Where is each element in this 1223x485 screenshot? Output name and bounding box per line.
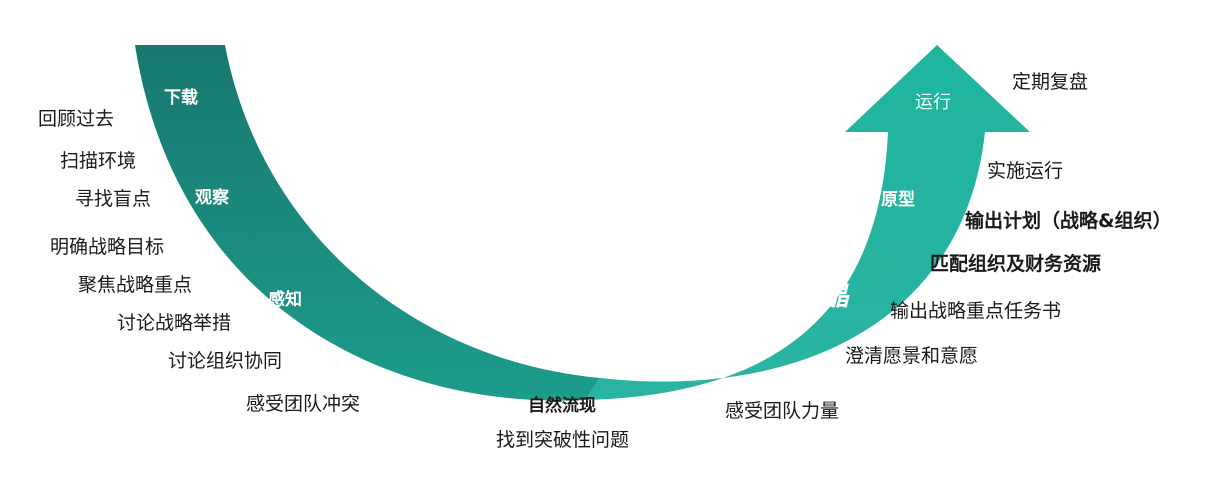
right-step-6: 实施运行 <box>987 160 1064 182</box>
left-descending-band <box>135 45 600 401</box>
right-step-5: 输出计划（战略&组织） <box>965 210 1172 232</box>
left-step-8: 感受团队冲突 <box>246 393 361 415</box>
right-step-3: 输出战略重点任务书 <box>890 300 1062 322</box>
left-step-3: 寻找盲点 <box>75 188 152 210</box>
right-step-1: 感受团队力量 <box>725 400 840 422</box>
stage-observe-label: 观察 <box>195 188 229 208</box>
right-step-2: 澄清愿景和意愿 <box>845 345 979 367</box>
right-step-7: 定期复盘 <box>1012 71 1089 93</box>
right-step-4: 匹配组织及财务资源 <box>930 253 1102 275</box>
stage-prototype-label: 原型 <box>881 190 915 210</box>
left-step-1: 回顾过去 <box>38 108 115 130</box>
bottom-step: 找到突破性问题 <box>496 429 630 451</box>
left-step-5: 聚焦战略重点 <box>78 274 193 296</box>
left-step-4: 明确战略目标 <box>50 236 165 258</box>
left-step-2: 扫描环境 <box>60 150 137 172</box>
left-step-6: 讨论战略举措 <box>117 312 232 334</box>
stage-perceive-label: 感知 <box>268 290 302 310</box>
right-ascending-arrow <box>585 45 1030 400</box>
left-step-7: 讨论组织协同 <box>168 350 283 372</box>
stage-download-label: 下载 <box>164 88 198 108</box>
stage-natural-flow-label: 自然流现 <box>528 396 596 416</box>
stage-crystallize-label: 结晶 <box>797 282 850 312</box>
stage-operate-label: 运行 <box>915 92 951 113</box>
